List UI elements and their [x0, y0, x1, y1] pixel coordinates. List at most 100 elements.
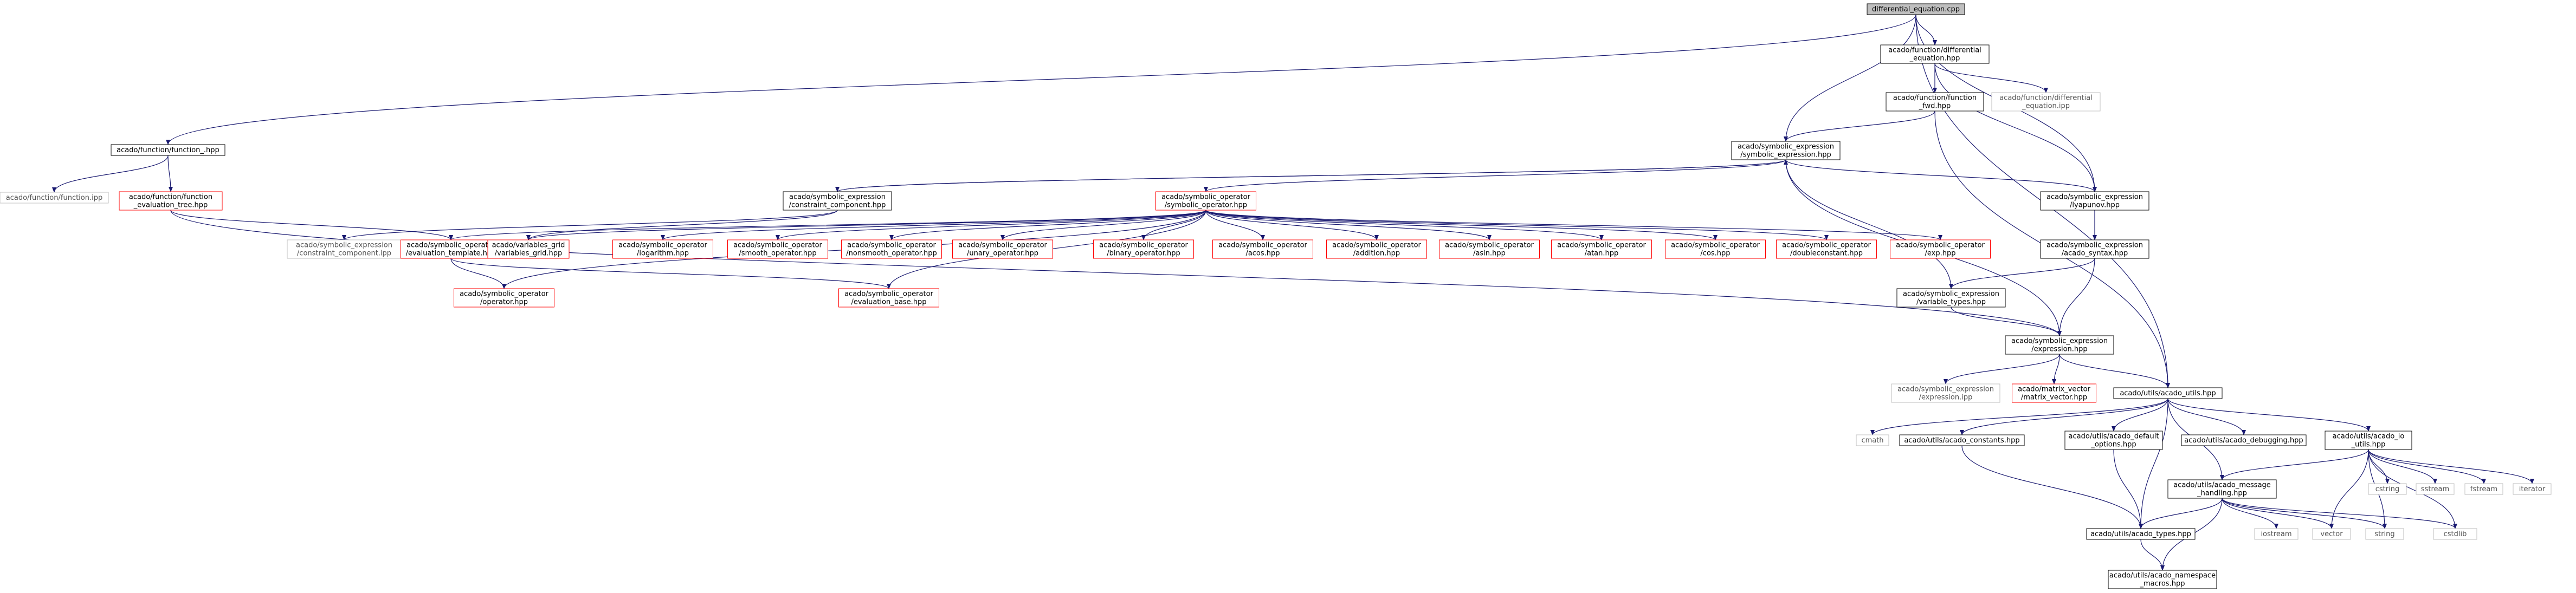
node-root[interactable]: differential_equation.cpp [1867, 3, 1965, 15]
node-label: acado/matrix_vector [2018, 386, 2090, 394]
node-label: acado/symbolic_operator [1896, 242, 1985, 250]
node-exp[interactable]: acado/symbolic_operator/exp.hpp [1890, 239, 1991, 259]
node-var_grid[interactable]: acado/variables_grid/variables_grid.hpp [487, 239, 570, 259]
node-asin[interactable]: acado/symbolic_operator/asin.hpp [1439, 239, 1540, 259]
node-box [2167, 479, 2277, 499]
node-acado_io[interactable]: acado/utils/acado_io_utils.hpp [2325, 431, 2412, 450]
node-label: /unary_operator.hpp [967, 250, 1038, 258]
node-operator[interactable]: acado/symbolic_operator/operator.hpp [454, 288, 554, 308]
node-logarithm[interactable]: acado/symbolic_operator/logarithm.hpp [612, 239, 713, 259]
node-box [1896, 288, 2006, 308]
node-lyapunov[interactable]: acado/symbolic_expression/lyapunov.hpp [2040, 191, 2149, 211]
node-label: /addition.hpp [1353, 250, 1400, 258]
node-unary[interactable]: acado/symbolic_operator/unary_operator.h… [952, 239, 1053, 259]
edge-acado_utils-to-acado_types [2139, 398, 2168, 529]
edge-acado_io-to-fstream [2368, 449, 2486, 484]
node-box [727, 239, 828, 259]
node-label: _fwd.hpp [1919, 102, 1951, 110]
node-box [2368, 483, 2407, 495]
node-box [401, 239, 501, 259]
node-eval_template[interactable]: acado/symbolic_operator/evaluation_templ… [401, 239, 501, 259]
node-matrix_vector[interactable]: acado/matrix_vector/matrix_vector.hpp [2012, 383, 2096, 403]
edge-acado_utils-to-default_opts [2112, 398, 2168, 432]
node-debugging[interactable]: acado/utils/acado_debugging.hpp [2181, 434, 2307, 446]
node-label: vector [2320, 530, 2343, 538]
node-de_hpp[interactable]: acado/function/differential_equation.hpp [1880, 44, 1990, 64]
node-eval_tree[interactable]: acado/function/function_evaluation_tree.… [119, 191, 223, 211]
node-box [2181, 434, 2307, 446]
node-box [1991, 92, 2101, 112]
edge-sym_op-to-unary [1000, 210, 1206, 240]
node-label: string [2374, 530, 2394, 538]
node-label: acado/symbolic_expression [1903, 290, 1999, 298]
node-box [1551, 239, 1652, 259]
node-msg_handling[interactable]: acado/utils/acado_message_handling.hpp [2167, 479, 2277, 499]
node-smooth[interactable]: acado/symbolic_operator/smooth_operator.… [727, 239, 828, 259]
node-box [2108, 570, 2217, 589]
node-cos[interactable]: acado/symbolic_operator/cos.hpp [1665, 239, 1766, 259]
node-label: acado/function/function [129, 193, 212, 201]
node-label: sstream [2421, 485, 2449, 493]
node-var_types[interactable]: acado/symbolic_expression/variable_types… [1896, 288, 2006, 308]
node-constraint_comp[interactable]: acado/symbolic_expression/constraint_com… [783, 191, 892, 211]
edge-acado_syntax-to-expression [2057, 258, 2095, 336]
node-label: acado/utils/acado_utils.hpp [2120, 389, 2216, 397]
node-acado_syntax[interactable]: acado/symbolic_expression/acado_syntax.h… [2040, 239, 2149, 259]
node-expression[interactable]: acado/symbolic_expression/expression.hpp [2005, 335, 2114, 355]
node-acado_constants[interactable]: acado/utils/acado_constants.hpp [1899, 434, 2025, 446]
edges-layer [52, 14, 2534, 571]
node-box [612, 239, 713, 259]
node-function_hpp[interactable]: acado/function/function_.hpp [111, 144, 225, 156]
node-label: acado/symbolic_operator [1782, 242, 1871, 250]
node-sym_expr[interactable]: acado/symbolic_expression/symbolic_expre… [1731, 141, 1841, 160]
node-label: acado/symbolic_operator [733, 242, 822, 250]
edge-sym_op-to-nonsmooth [889, 210, 1206, 240]
node-label: _equation.hpp [1909, 55, 1960, 63]
edge-sym_op-to-atan [1205, 210, 1604, 240]
node-box [1155, 191, 1256, 211]
node-iostream: iostream [2254, 528, 2299, 540]
edge-sym_op-to-asin [1205, 210, 1492, 240]
node-sstream: sstream [2416, 483, 2455, 495]
node-box [1776, 239, 1877, 259]
node-addition[interactable]: acado/symbolic_operator/addition.hpp [1326, 239, 1427, 259]
node-fcn_hpp[interactable]: acado/function/function_fwd.hpp [1886, 92, 1984, 112]
edge-constraint_comp-to-constraint_ipp [342, 210, 838, 240]
node-box [2365, 528, 2404, 540]
node-namespace_macros[interactable]: acado/utils/acado_namespace_macros.hpp [2108, 570, 2217, 589]
node-acado_utils[interactable]: acado/utils/acado_utils.hpp [2113, 387, 2223, 399]
node-label: acado/symbolic_expression [1897, 386, 1994, 394]
node-box [454, 288, 554, 308]
node-box [1899, 434, 2025, 446]
node-acado_types[interactable]: acado/utils/acado_types.hpp [2086, 528, 2196, 540]
edge-root-to-function_hpp [166, 14, 1916, 145]
edge-acado_io-to-iterator [2368, 449, 2534, 484]
node-acos[interactable]: acado/symbolic_operator/acos.hpp [1212, 239, 1313, 259]
node-sym_op[interactable]: acado/symbolic_operator/symbolic_operato… [1155, 191, 1256, 211]
node-eval_base[interactable]: acado/symbolic_operator/evaluation_base.… [838, 288, 939, 308]
node-label: /expression.ipp [1919, 394, 1973, 402]
edge-sym_op-to-doubleconst [1205, 210, 1829, 240]
node-nonsmooth[interactable]: acado/symbolic_operator/nonsmooth_operat… [841, 239, 942, 259]
node-label: acado/symbolic_operator [1332, 242, 1421, 250]
edge-de_hpp-to-lyapunov [1934, 63, 2097, 192]
node-doubleconst[interactable]: acado/symbolic_operator/doubleconstant.h… [1776, 239, 1877, 259]
edge-acado_io-to-cstdlib [2368, 449, 2457, 529]
node-atan[interactable]: acado/symbolic_operator/atan.hpp [1551, 239, 1652, 259]
edge-acado_utils-to-cmath [1870, 398, 2168, 435]
node-default_opts[interactable]: acado/utils/acado_default_options.hpp [2064, 431, 2163, 450]
node-label: acado/symbolic_operator [958, 242, 1047, 250]
edge-msg_handling-to-iostream [2222, 498, 2278, 529]
node-cmath: cmath [1856, 434, 1889, 446]
node-label: acado/variables_grid [492, 242, 565, 250]
node-box [2113, 387, 2223, 399]
edge-eval_tree-to-eval_template [170, 210, 453, 240]
edge-function_hpp-to-function_ipp [52, 155, 169, 193]
node-binary[interactable]: acado/symbolic_operator/binary_operator.… [1093, 239, 1194, 259]
node-de_ipp: acado/function/differential_equation.ipp [1991, 92, 2101, 112]
node-cstring: cstring [2368, 483, 2407, 495]
node-label: /cos.hpp [1700, 250, 1730, 258]
node-box [1891, 383, 2000, 403]
node-box [0, 192, 109, 204]
edge-msg_handling-to-vector [2222, 498, 2334, 529]
